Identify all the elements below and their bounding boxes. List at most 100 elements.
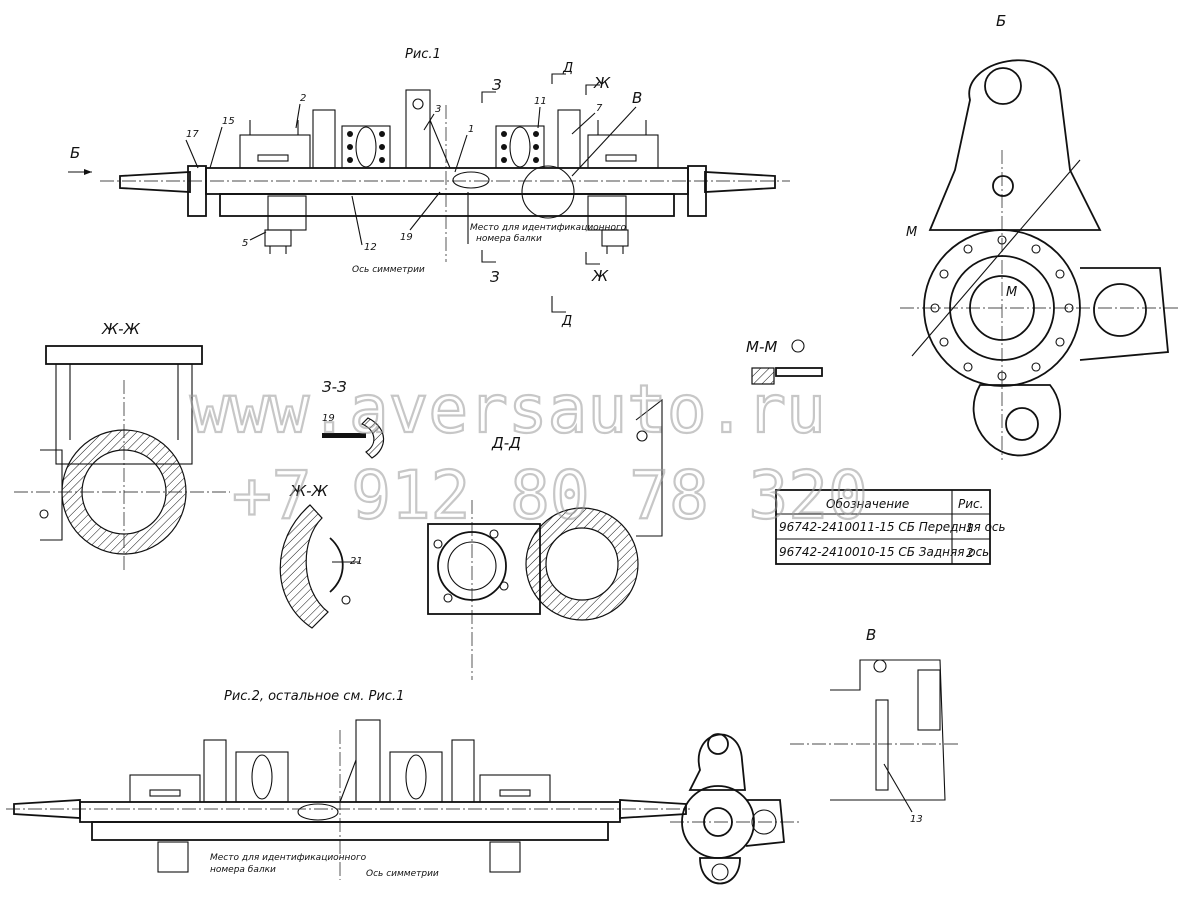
cut-m-label: М [906,225,917,240]
cut-z-bottom-label: З [490,268,500,286]
callout-19b: 19 [322,413,335,424]
watermark-url: www.aversauto.ru [190,371,826,448]
cut-zh-bottom [585,252,600,265]
lower-arm-eye [1005,407,1039,441]
detail-v-circle [521,165,575,219]
detail-v-bar [917,669,941,731]
callout-5: 5 [242,238,248,249]
fig2-right-bolt-plate [389,751,443,803]
steering-lever-boss [1079,267,1169,361]
z-plate [322,433,366,438]
detail-v-leader [571,106,637,177]
fig2-center-arm [355,719,381,803]
table-row-2-fig: 2 [966,546,974,560]
fig2-lower-eye [711,863,729,881]
callout-11: 11 [534,96,547,107]
zh2-weld [329,537,344,593]
designation-table: Обозначение Рис. 96742-2410011-15 СБ Пер… [775,489,1006,565]
table-row-1-fig: 1 [966,521,974,535]
zh-bolt [39,509,49,519]
fig2-knuckle-eye [707,733,729,755]
right-spindle [704,171,776,193]
fig2-id-place [297,803,339,821]
watermark: www.aversauto.ru +7 912 80 78 320 [189,370,869,535]
right-spring-seat [587,120,659,169]
d-bolt-2 [489,529,499,539]
id-number-place [452,171,490,189]
d-bolt-4 [443,593,453,603]
view-b-knuckle: Б М М [900,12,1180,460]
section-zh-title: Ж-Ж [101,320,141,338]
callout-1: 1 [468,124,474,135]
section-zh2-title: Ж-Ж [289,482,329,500]
zh2-marker [341,595,351,605]
left-bolt-plate [341,125,391,169]
cut-zh-top-label: Ж [593,74,611,92]
view-b-diagonal [911,159,1081,357]
callout-15: 15 [222,116,235,127]
lever-bore [1093,283,1147,337]
cut-zh-bottom-label: Ж [591,267,609,285]
fig2-center-gusset [339,759,357,803]
callout-3: 3 [435,104,441,115]
right-bolt-plate [495,125,545,169]
section-m-m: М-М [746,338,823,385]
callout-12: 12 [364,242,377,253]
fig1-callouts: 17 15 2 3 1 11 7 5 12 19 [185,93,603,253]
section-z-title: З-З [322,378,347,396]
fig1-axle-view: Рис.1 Б [68,47,790,329]
fig2-axle-beam-lower [91,821,609,841]
detail-v-hole [873,659,887,673]
arm-hole [992,175,1014,197]
watermark-phone: +7 912 80 78 320 [232,457,868,534]
m-block-1 [751,367,775,385]
center-arm-bracket [405,89,451,169]
table-header-fig: Рис. [958,497,983,511]
d-bolt-1 [433,539,443,549]
id-place-note-1: Место для идентификационного [470,223,627,233]
detail-v-label: В [632,89,642,107]
fig2-axle-view: Рис.2, остальное см. Рис.1 Место д [6,689,690,880]
detail-v-outline [830,659,946,801]
d-arm-plate [635,398,663,537]
left-lower-bracket [264,195,307,254]
cut-z-bottom [481,250,496,263]
left-spindle [119,171,191,193]
fig1-title: Рис.1 [405,47,441,62]
callout-2: 2 [300,93,306,104]
d-arm-hole [636,430,648,442]
zh-top-plate [45,345,203,365]
d-beam-tube [525,507,639,621]
fig2-right-lower-bracket [489,841,521,873]
table-row-1-designation: 96742-2410011-15 СБ Передняя ось [779,520,1006,534]
table-frame [775,489,991,565]
upper-arm-eye [984,67,1022,105]
axle-beam-lower [219,193,675,217]
fig2-knuckle-view [670,733,800,885]
cut-d-bottom-label: Д [561,314,572,329]
fig2-title: Рис.2, остальное см. Рис.1 [224,689,404,704]
fig2-right-tube-mount [451,739,475,803]
callout-13: 13 [910,814,923,825]
left-tube-mount [312,109,336,169]
table-row-2-designation: 96742-2410010-15 СБ Задняя ось [779,545,989,559]
view-arrow-b-head [84,169,92,175]
cut-m-label-2: М [1006,285,1017,300]
callout-13-leader [883,763,913,813]
callout-7: 7 [596,103,603,114]
fig2-axle-beam [79,801,621,823]
fig2-id-note-2: номера балки [210,865,276,875]
fig2-symmetry-label: Ось симметрии [366,869,439,879]
right-kingpin-boss [687,165,707,217]
d-bolt-3 [499,581,509,591]
section-zh-detail: Ж-Ж 21 [279,482,363,629]
cut-d-bottom [551,296,566,313]
fig2-lever-boss [745,799,785,847]
m-block-2 [775,367,823,377]
detail-v-slot [875,699,889,791]
view-arrow-b-label: Б [70,144,80,162]
knuckle-upper-arm [928,59,1102,231]
detail-v-title: В [866,626,876,644]
section-zh-zh: Ж-Ж [14,320,230,570]
